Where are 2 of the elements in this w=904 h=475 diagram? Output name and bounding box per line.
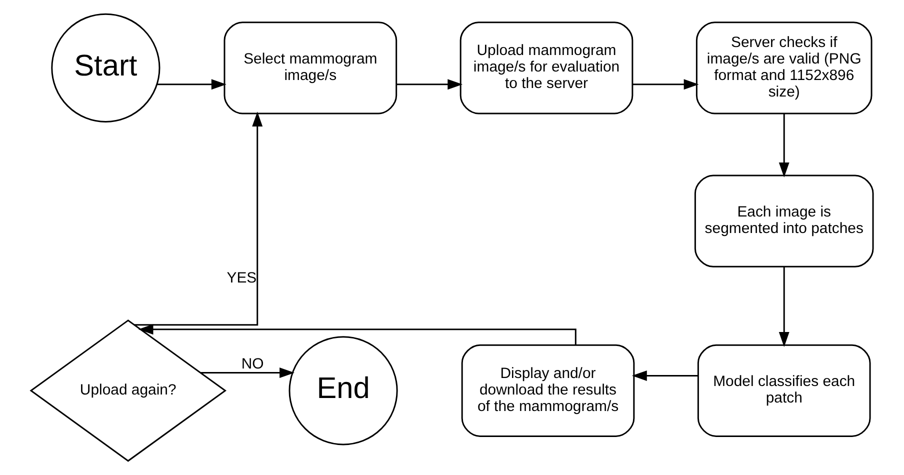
edge-label: NO [241,355,264,372]
edge-label: YES [226,269,257,286]
